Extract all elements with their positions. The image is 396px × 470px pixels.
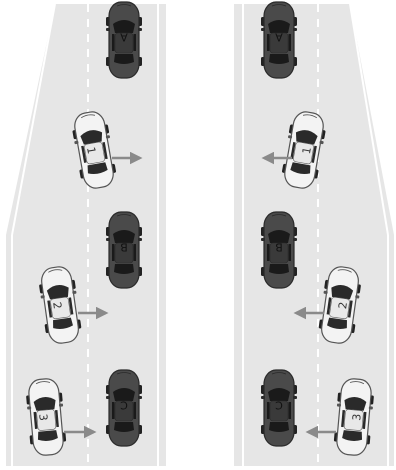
car-mirror (293, 28, 297, 31)
car-mirror (106, 28, 110, 31)
car-rear-window (269, 264, 289, 274)
car-mirror (293, 238, 297, 241)
car-rear-window (114, 422, 134, 432)
car-side-window (112, 34, 115, 51)
car-mirror (261, 396, 265, 399)
car-side-window (134, 402, 137, 419)
car-side-window (289, 244, 292, 261)
car-label: C (120, 399, 128, 412)
car-rear-window (114, 264, 134, 274)
car-side-window (267, 402, 270, 419)
parked-car: C (106, 370, 142, 446)
car-mirror (293, 396, 297, 399)
parked-car: B (106, 212, 142, 288)
parked-car: C (261, 370, 297, 446)
car-rear-window (269, 422, 289, 432)
parked-car: A (261, 2, 297, 78)
car-mirror (59, 403, 63, 406)
car-side-window (289, 402, 292, 419)
car-mirror (41, 295, 45, 299)
car-mirror (27, 406, 31, 409)
car-side-window (289, 34, 292, 51)
car-label: 3 (350, 413, 364, 421)
car-label: A (120, 31, 128, 44)
car-label: B (120, 241, 128, 254)
parked-car: B (261, 212, 297, 288)
car-mirror (106, 396, 110, 399)
car-label: B (275, 241, 283, 254)
car-mirror (106, 238, 110, 241)
car-side-window (112, 402, 115, 419)
car-rear-window (269, 54, 289, 64)
car-label: C (275, 399, 283, 412)
car-rear-window (114, 54, 134, 64)
car-side-window (267, 244, 270, 261)
car-mirror (138, 28, 142, 31)
car-side-window (112, 244, 115, 261)
car-mirror (355, 295, 359, 299)
car-side-window (267, 34, 270, 51)
car-label: A (275, 31, 283, 44)
car-mirror (337, 403, 341, 406)
car-mirror (369, 406, 373, 409)
car-mirror (138, 238, 142, 241)
car-mirror (72, 291, 76, 295)
car-mirror (261, 238, 265, 241)
car-mirror (261, 28, 265, 31)
car-side-window (134, 244, 137, 261)
car-label: 3 (36, 413, 50, 421)
parked-car: A (106, 2, 142, 78)
car-side-window (134, 34, 137, 51)
car-mirror (323, 291, 327, 295)
car-mirror (138, 396, 142, 399)
